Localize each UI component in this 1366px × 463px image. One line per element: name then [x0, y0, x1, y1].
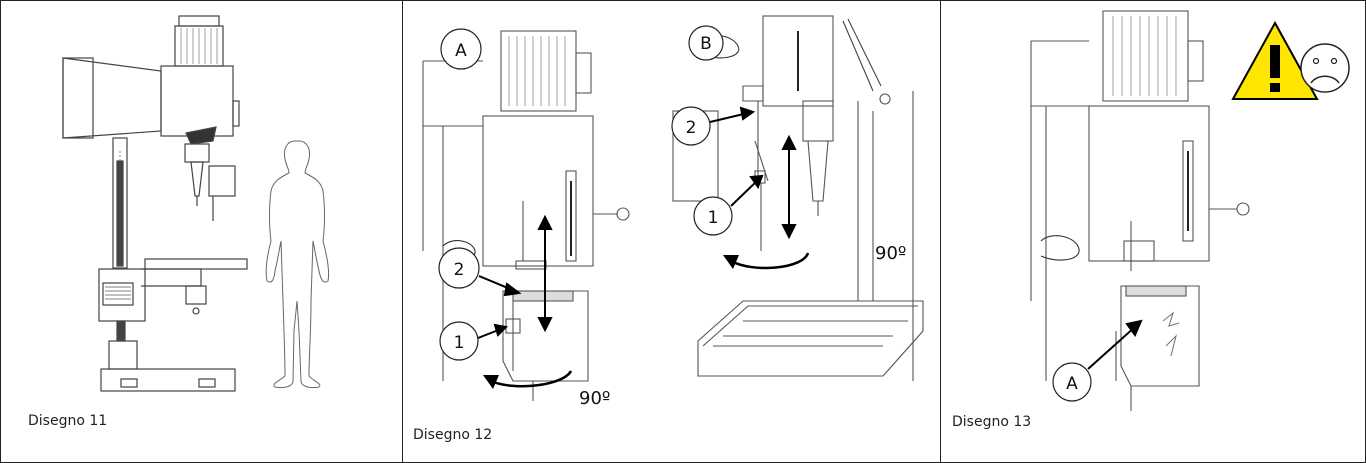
figure-panel-disegno-13: A Disegno 13 — [940, 0, 1366, 463]
callout-circle — [440, 28, 482, 70]
callout-circle — [439, 321, 479, 361]
figure-caption: Disegno 12 — [413, 427, 493, 443]
angle-label: 90º — [875, 243, 906, 264]
figure-panel-disegno-11: Disegno 11 — [0, 0, 403, 463]
drill-press-guard-warning-illustration: A — [1030, 10, 1350, 411]
callout-label-b: B — [700, 34, 712, 54]
figure-caption: Disegno 13 — [952, 414, 1032, 430]
figure-panel-disegno-12: A B 2 1 2 1 90º 90º Disegno 12 — [402, 0, 941, 463]
drill-press-detail-illustration: A B 2 1 2 1 90º 90º — [422, 15, 924, 409]
angle-label: 90º — [579, 388, 610, 409]
callout-circle — [688, 25, 724, 61]
callout-label-1: 1 — [454, 333, 465, 353]
callout-circle — [438, 247, 480, 289]
callout-label-a: A — [1066, 374, 1078, 394]
figure-caption: Disegno 11 — [28, 413, 108, 429]
sad-face-icon — [1300, 43, 1350, 93]
callout-label-a: A — [455, 41, 467, 61]
callout-circle — [1052, 362, 1092, 402]
callout-label-1: 1 — [708, 208, 719, 228]
drill-press-with-person-illustration — [62, 15, 330, 392]
callout-circle — [671, 106, 711, 146]
callout-label-2: 2 — [454, 260, 465, 280]
callout-circle — [693, 196, 733, 236]
callout-label-2: 2 — [686, 118, 697, 138]
